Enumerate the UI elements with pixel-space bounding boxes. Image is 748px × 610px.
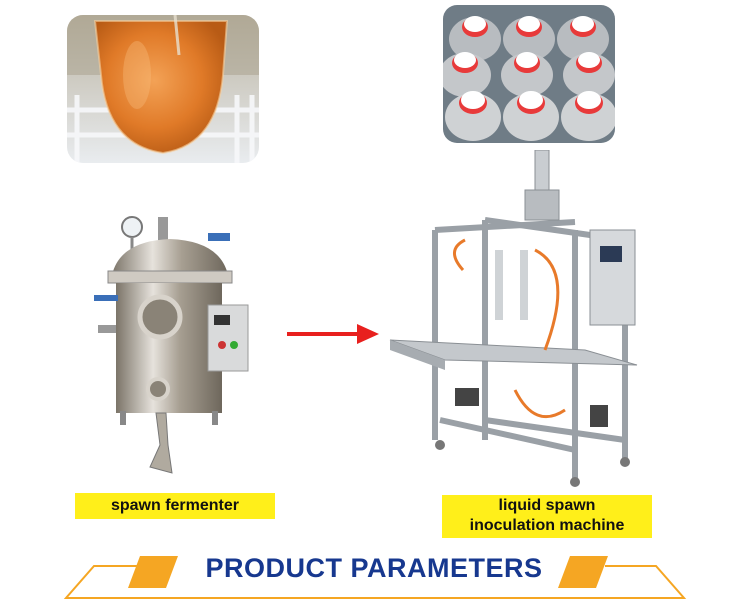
spawn-bag-grid <box>443 16 615 141</box>
inoculation-label-line2: inoculation machine <box>469 517 625 534</box>
inoculation-machine-label: liquid spawn inoculation machine <box>442 495 652 538</box>
spawn-bags-photo <box>443 5 615 143</box>
product-parameters-title: PRODUCT PARAMETERS <box>205 553 543 583</box>
right-arrow-icon <box>287 324 379 344</box>
inoculation-machine-image <box>385 149 640 490</box>
spawn-fermenter-image <box>90 205 260 480</box>
liquid-spawn-photo <box>67 15 259 163</box>
banner-decoration <box>60 548 690 604</box>
inoculation-label-line1: liquid spawn <box>498 497 596 514</box>
fermenter-label-text: spawn fermenter <box>110 497 240 514</box>
fermenter-label: spawn fermenter <box>75 493 275 519</box>
